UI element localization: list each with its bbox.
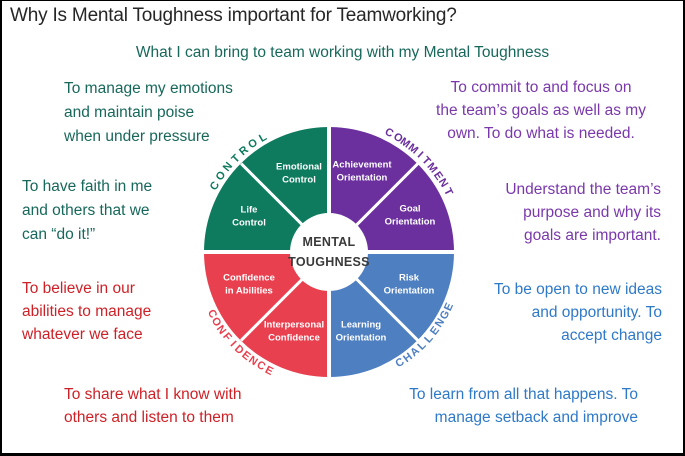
- segment-emotional-control: Emotional Control: [276, 161, 322, 185]
- annotation-control-manage-emotions: To manage my emotions and maintain poise…: [64, 80, 233, 145]
- subtitle: What I can bring to team working with my…: [135, 44, 550, 61]
- segment-goal-orientation: Goal Orientation: [384, 203, 436, 227]
- segment-interpersonal-confidence: Interpersonal Confidence: [263, 319, 325, 343]
- segment-confidence-in-abilities: Confidence in Abilities: [223, 272, 275, 296]
- annotation-challenge-learn: To learn from all that happens. To manag…: [409, 386, 638, 426]
- segment-achievement-orientation: Achievement Orientation: [332, 159, 392, 183]
- annotation-confidence-share: To share what I know with others and lis…: [64, 386, 242, 426]
- wheel-center-label: MENTAL TOUGHNESS: [288, 213, 370, 291]
- annotation-commitment-understand: Understand the team’s purpose and why it…: [505, 181, 661, 244]
- segment-life-control: Life Control: [232, 204, 266, 228]
- annotation-challenge-open: To be open to new ideas and opportunity.…: [493, 281, 662, 344]
- segment-risk-orientation: Risk Orientation: [383, 272, 435, 296]
- mental-toughness-wheel: Emotional Control Life Control Achieveme…: [204, 126, 456, 378]
- annotation-commitment-commit: To commit to and focus on the team’s goa…: [436, 79, 646, 142]
- annotation-control-have-faith: To have faith in me and others that we c…: [22, 178, 153, 243]
- page-title: Why Is Mental Toughness important for Te…: [10, 5, 457, 26]
- annotation-confidence-believe: To believe in our abilities to manage wh…: [22, 280, 152, 343]
- segment-learning-orientation: Learning Orientation: [335, 319, 387, 343]
